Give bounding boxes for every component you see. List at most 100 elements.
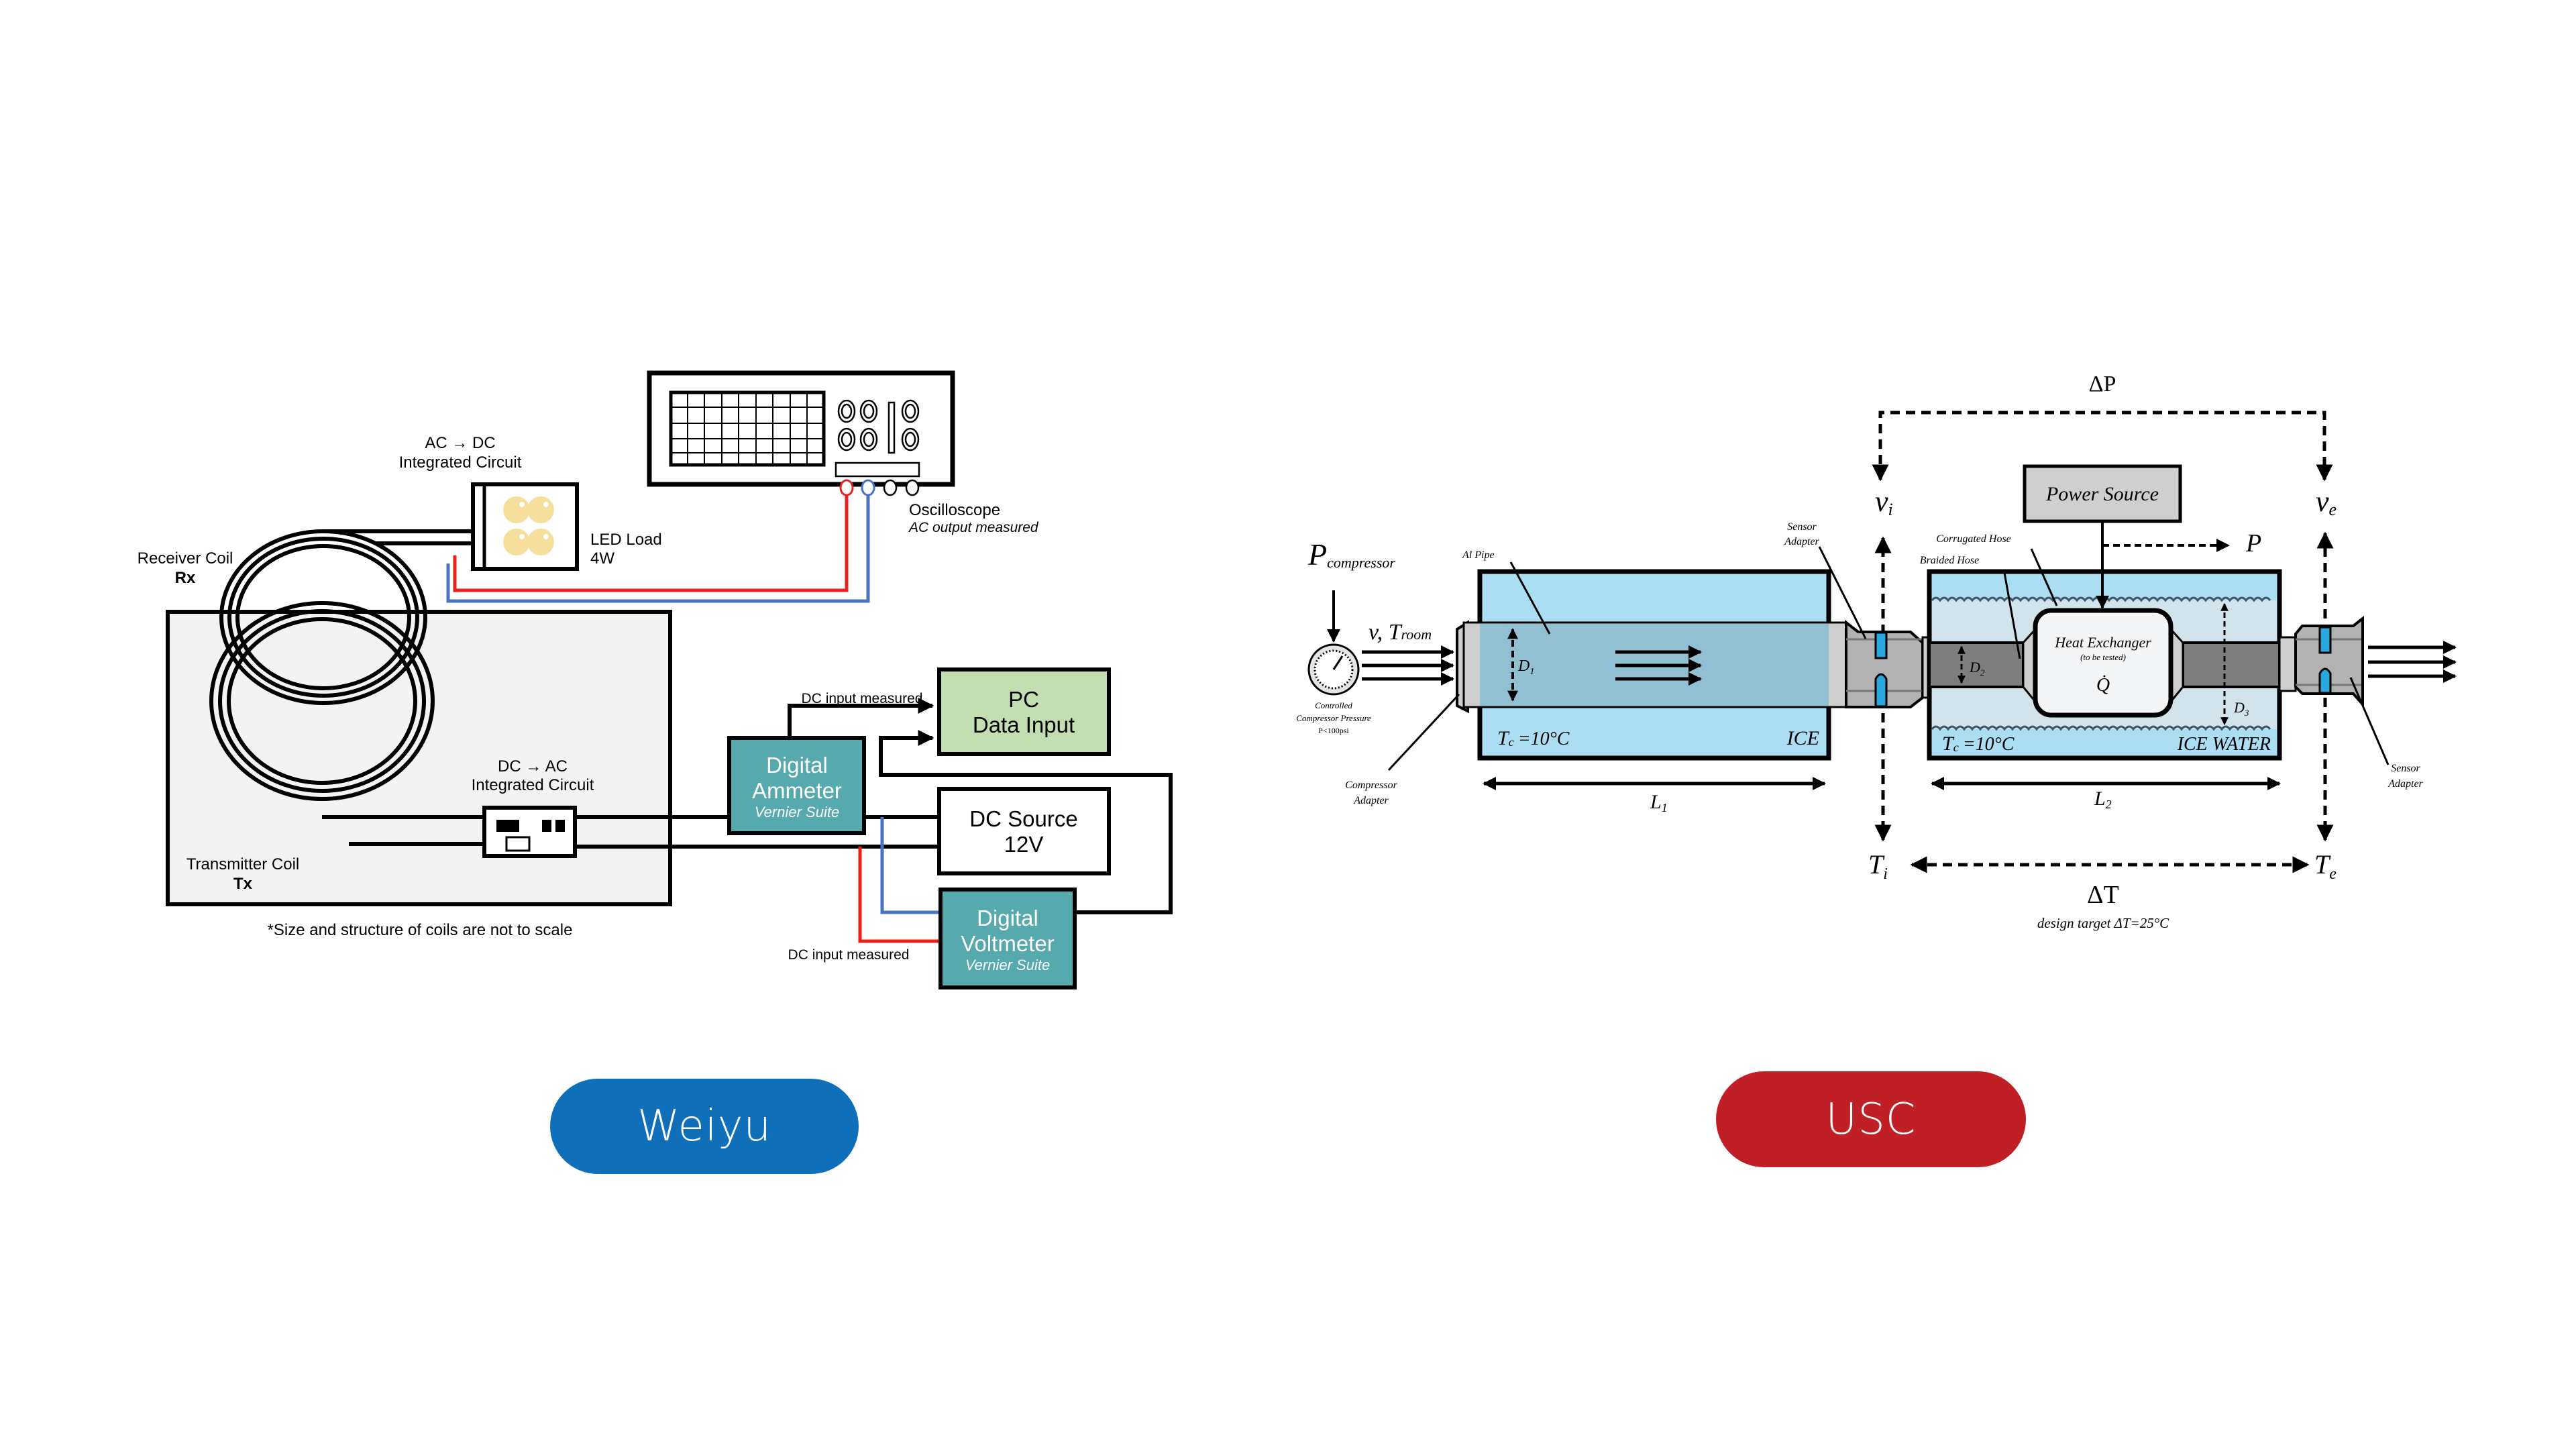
- oscilloscope-note: AC output measured: [908, 520, 1039, 535]
- pc-data-input-box: [937, 667, 1111, 756]
- dc-ac-label-1: DC → AC: [498, 757, 568, 775]
- sensor-adapter-right: [2278, 615, 2364, 708]
- dc-input-label-top: DC input measured: [802, 691, 923, 706]
- transmitter-label-2: Tx: [233, 875, 253, 893]
- p-compressor-label: Pcompressor: [1307, 537, 1395, 572]
- ac-dc-label-2: Integrated Circuit: [399, 453, 522, 472]
- l2-label: L2: [2094, 788, 2112, 811]
- gauge-caption-2: Compressor Pressure: [1296, 713, 1371, 723]
- digital-voltmeter-box: [938, 888, 1077, 989]
- d1-label: D1: [1517, 657, 1534, 677]
- sensor-adapter-right-label-2: Adapter: [2387, 778, 2423, 790]
- sensor-icon: [2318, 667, 2332, 694]
- wire-blue-voltmeter: [880, 817, 941, 914]
- leader-lines: [1387, 546, 2390, 790]
- heat-exchanger-label: Heat Exchanger: [2054, 634, 2151, 651]
- sensor-icon: [1874, 673, 1888, 708]
- voltmeter-label-1: Digital: [977, 906, 1038, 930]
- wire-red-oscilloscope: [453, 468, 849, 592]
- pressure-gauge-icon: [1307, 643, 1360, 696]
- ice-label: ICE: [1786, 727, 1819, 749]
- al-pipe-label: Al Pipe: [1462, 549, 1495, 561]
- ice-water-label: ICE WATER: [2177, 734, 2271, 755]
- braided-hose-label: Braided Hose: [1920, 555, 1979, 566]
- corrugated-hose-label: Corrugated Hose: [1936, 533, 2011, 545]
- sensor-icon: [2318, 626, 2332, 654]
- heat-exchanger: [2033, 608, 2174, 718]
- transmitter-housing: [166, 610, 672, 906]
- pc-label-1: PC: [1008, 687, 1039, 712]
- sensor-adapter-left-label-1: Sensor: [1787, 521, 1817, 533]
- heat-exchanger-note: (to be tested): [2080, 652, 2126, 662]
- sensor-adapter-left-label-2: Adapter: [1784, 536, 1819, 547]
- flow-arrows-pipe: [1615, 645, 1702, 686]
- usc-label-text: USC: [1825, 1094, 1917, 1144]
- usc-diagram: Pcompressor v, Troom Al Pipe D1 Tc=10°C …: [1296, 372, 2457, 931]
- ti-label: Ti: [1868, 849, 1888, 883]
- wire-ammeter-pc: [788, 698, 934, 738]
- v-troom-label: v, Troom: [1368, 620, 1432, 645]
- dc-source-label-2: 12V: [1004, 832, 1044, 857]
- gauge-caption-1: Controlled: [1315, 700, 1352, 710]
- corrugated-hose-out: [2182, 641, 2281, 688]
- flow-arrows-exit: [2368, 641, 2457, 683]
- tc1-label: Tc=10°C: [1497, 727, 1570, 749]
- tc2-label: Tc=10°C: [1942, 733, 2015, 755]
- gauge-caption-3: P<100psi: [1318, 726, 1349, 735]
- ac-dc-label-1: AC → DC: [425, 434, 495, 452]
- braided-hose: [1928, 641, 2025, 688]
- led-load-box: [471, 482, 579, 571]
- sensor-icon: [1874, 631, 1888, 659]
- weiyu-label-text: Weiyu: [637, 1102, 772, 1151]
- d2-label: D2: [1969, 659, 1985, 678]
- oscilloscope: [647, 370, 955, 496]
- delta-p-label: ΔP: [2089, 372, 2116, 396]
- ammeter-label-1: Digital: [766, 753, 828, 777]
- vi-label: vi: [1875, 485, 1893, 519]
- d3-label: D3: [2233, 699, 2249, 718]
- receiver-coil: [219, 529, 427, 705]
- ve-label: ve: [2316, 485, 2337, 519]
- ammeter-label-3: Vernier Suite: [755, 804, 839, 820]
- transmitter-label-1: Transmitter Coil: [186, 855, 299, 873]
- dc-input-label-bottom: DC input measured: [788, 947, 910, 963]
- pc-label-2: Data Input: [973, 712, 1075, 737]
- water-surface-bottom: [1931, 725, 2271, 731]
- compressor-adapter-label-2: Adapter: [1353, 795, 1389, 806]
- design-target-label: design target ΔT=25°C: [2037, 915, 2169, 931]
- oscilloscope-label: Oscilloscope: [909, 501, 1000, 519]
- transmitter-coil: [209, 601, 435, 801]
- wire-red-voltmeter: [858, 847, 941, 943]
- p-label: P: [2245, 529, 2261, 557]
- usc-label-button[interactable]: USC: [1716, 1071, 2026, 1167]
- oscilloscope-knobs: [835, 399, 920, 478]
- led-label-1: LED Load: [590, 531, 662, 549]
- ammeter-label-2: Ammeter: [752, 778, 842, 803]
- voltmeter-label-3: Vernier Suite: [965, 957, 1050, 973]
- power-source-box: [2023, 464, 2182, 523]
- wire-blue-oscilloscope: [446, 468, 870, 603]
- power-source-label: Power Source: [2045, 483, 2159, 505]
- receiver-label-1: Receiver Coil: [138, 549, 233, 568]
- compressor-adapter-label-1: Compressor: [1345, 780, 1397, 791]
- l1-label: L1: [1650, 791, 1668, 814]
- te-label: Te: [2314, 849, 2337, 883]
- dc-source-box: [937, 787, 1111, 875]
- led-label-2: 4W: [590, 549, 614, 568]
- wire-voltmeter-pc: [879, 730, 1173, 914]
- weiyu-diagram: AC → DC Integrated Circuit LED Load 4W R…: [138, 370, 1173, 989]
- dc-ac-label-2: Integrated Circuit: [472, 776, 594, 794]
- delta-t-label: ΔT: [2087, 881, 2119, 909]
- led-icon: [503, 496, 554, 555]
- flow-arrows-inlet: [1362, 645, 1454, 686]
- dc-source-label-1: DC Source: [969, 806, 1077, 831]
- weiyu-label-button[interactable]: Weiyu: [550, 1079, 859, 1174]
- receiver-label-2: Rx: [175, 569, 196, 587]
- voltmeter-label-2: Voltmeter: [961, 931, 1054, 956]
- sensor-adapter-right-label-1: Sensor: [2391, 763, 2420, 774]
- q-dot-label: Q̇: [2096, 675, 2110, 696]
- delta-p-bracket: [1872, 411, 2333, 482]
- footnote: *Size and structure of coils are not to …: [268, 921, 573, 939]
- digital-ammeter-box: [727, 736, 866, 835]
